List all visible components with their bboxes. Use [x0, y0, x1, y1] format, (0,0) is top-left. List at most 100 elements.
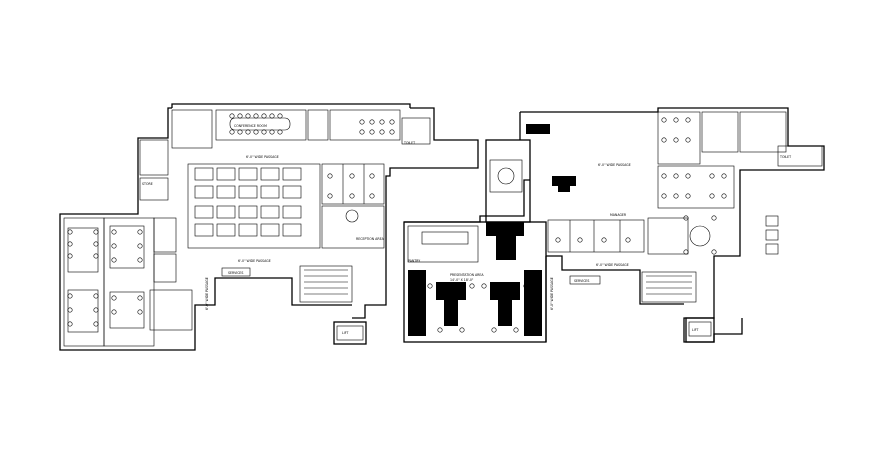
chair-symbol [111, 243, 117, 249]
chair-symbol [261, 129, 267, 135]
chair-symbol [269, 113, 275, 119]
chair-symbol [437, 327, 443, 333]
chair-symbol [409, 313, 415, 319]
label-passage-vert-left: 6'-0" WIDE PASSAGE [205, 277, 209, 310]
chair-symbol [237, 129, 243, 135]
chair-symbol [93, 321, 99, 327]
chair-symbol [93, 307, 99, 313]
chair-symbol [93, 229, 99, 235]
chair-symbol [625, 237, 631, 243]
middle-block: PANTRY PRESENTATION AREA 14'-0" X 18'-0" [403, 139, 547, 343]
chair-symbol [601, 237, 607, 243]
chair-symbol [661, 193, 667, 199]
chair-symbol [661, 137, 667, 143]
label-services-right: SERVICES [574, 279, 589, 283]
chair-symbol [459, 327, 465, 333]
chair-symbol [67, 241, 73, 247]
chair-symbol [673, 117, 679, 123]
label-toilet-left: TOILET [403, 141, 415, 145]
chair-symbol [661, 117, 667, 123]
chair-symbol [253, 113, 259, 119]
chair-symbol [685, 173, 691, 179]
label-passage-vert-right: 6'-0" WIDE PASSAGE [550, 277, 554, 310]
chair-symbols [67, 113, 727, 333]
chair-symbol [685, 137, 691, 143]
chair-symbol [721, 193, 727, 199]
chair-symbol [711, 215, 717, 221]
chair-symbol [531, 297, 537, 303]
workstation-grid [194, 167, 302, 237]
right-wing: 6'-0" WIDE PASSAGE 6'-0" WIDE PASSAGE SE… [519, 107, 825, 343]
label-conference: CONFERENCE ROOM [234, 124, 267, 128]
chair-symbol [661, 173, 667, 179]
chair-symbol [685, 193, 691, 199]
chair-symbol [369, 119, 375, 125]
chair-symbol [111, 229, 117, 235]
chair-symbol [245, 129, 251, 135]
chair-symbol [93, 293, 99, 299]
chair-symbol [237, 113, 243, 119]
chair-symbol [379, 119, 385, 125]
chair-symbol [683, 215, 689, 221]
chair-symbol [481, 283, 487, 289]
chair-symbol [67, 229, 73, 235]
chair-symbol [269, 129, 275, 135]
chair-symbol [229, 113, 235, 119]
chair-symbol [67, 307, 73, 313]
chair-symbol [389, 119, 395, 125]
chair-symbol [673, 137, 679, 143]
label-pantry: PANTRY [408, 259, 420, 263]
chair-symbol [277, 129, 283, 135]
chair-symbol [67, 321, 73, 327]
chair-symbol [67, 293, 73, 299]
label-lift-right: LIFT [692, 328, 698, 332]
chair-symbol [389, 129, 395, 135]
chair-symbol [245, 113, 251, 119]
chair-symbol [349, 173, 355, 179]
chair-symbol [327, 193, 333, 199]
label-presentation: PRESENTATION AREA [450, 273, 484, 277]
chair-symbol [531, 281, 537, 287]
chair-symbol [531, 313, 537, 319]
chair-symbol [359, 119, 365, 125]
chair-symbol [369, 193, 375, 199]
chair-symbol [261, 113, 267, 119]
chair-symbol [513, 327, 519, 333]
label-lift-left: LIFT [342, 331, 348, 335]
chair-symbol [555, 237, 561, 243]
chair-symbol [685, 117, 691, 123]
chair-symbol [711, 249, 717, 255]
chair-symbol [137, 229, 143, 235]
chair-symbol [577, 237, 583, 243]
chair-symbol [709, 193, 715, 199]
chair-symbol [673, 173, 679, 179]
chair-symbol [111, 309, 117, 315]
chair-symbol [229, 129, 235, 135]
chair-symbol [137, 309, 143, 315]
chair-symbol [111, 257, 117, 263]
label-passage-left: 6'-0" WIDE PASSAGE [246, 155, 279, 159]
chair-symbol [369, 129, 375, 135]
label-manager: MANAGER [610, 213, 627, 217]
label-store: STORE [142, 182, 153, 186]
chair-symbol [427, 283, 433, 289]
label-services-left: SERVICES [228, 271, 243, 275]
chair-symbol [137, 257, 143, 263]
chair-symbol [359, 129, 365, 135]
chair-symbol [721, 173, 727, 179]
chair-symbol [683, 249, 689, 255]
chair-symbol [409, 297, 415, 303]
chair-symbol [93, 241, 99, 247]
chair-symbol [409, 281, 415, 287]
chair-symbol [673, 193, 679, 199]
chair-symbol [349, 193, 355, 199]
label-toilet-right: TOILET [779, 155, 791, 159]
chair-symbol [469, 283, 475, 289]
chair-symbol [67, 253, 73, 259]
left-wing: 6'-0" WIDE PASSAGE 6'-0" WIDE PASSAGE SE… [59, 103, 479, 351]
label-passage-right-low: 6'-0" WIDE PASSAGE [596, 263, 629, 267]
chair-symbol [137, 295, 143, 301]
chair-symbol [111, 295, 117, 301]
chair-symbol [709, 173, 715, 179]
